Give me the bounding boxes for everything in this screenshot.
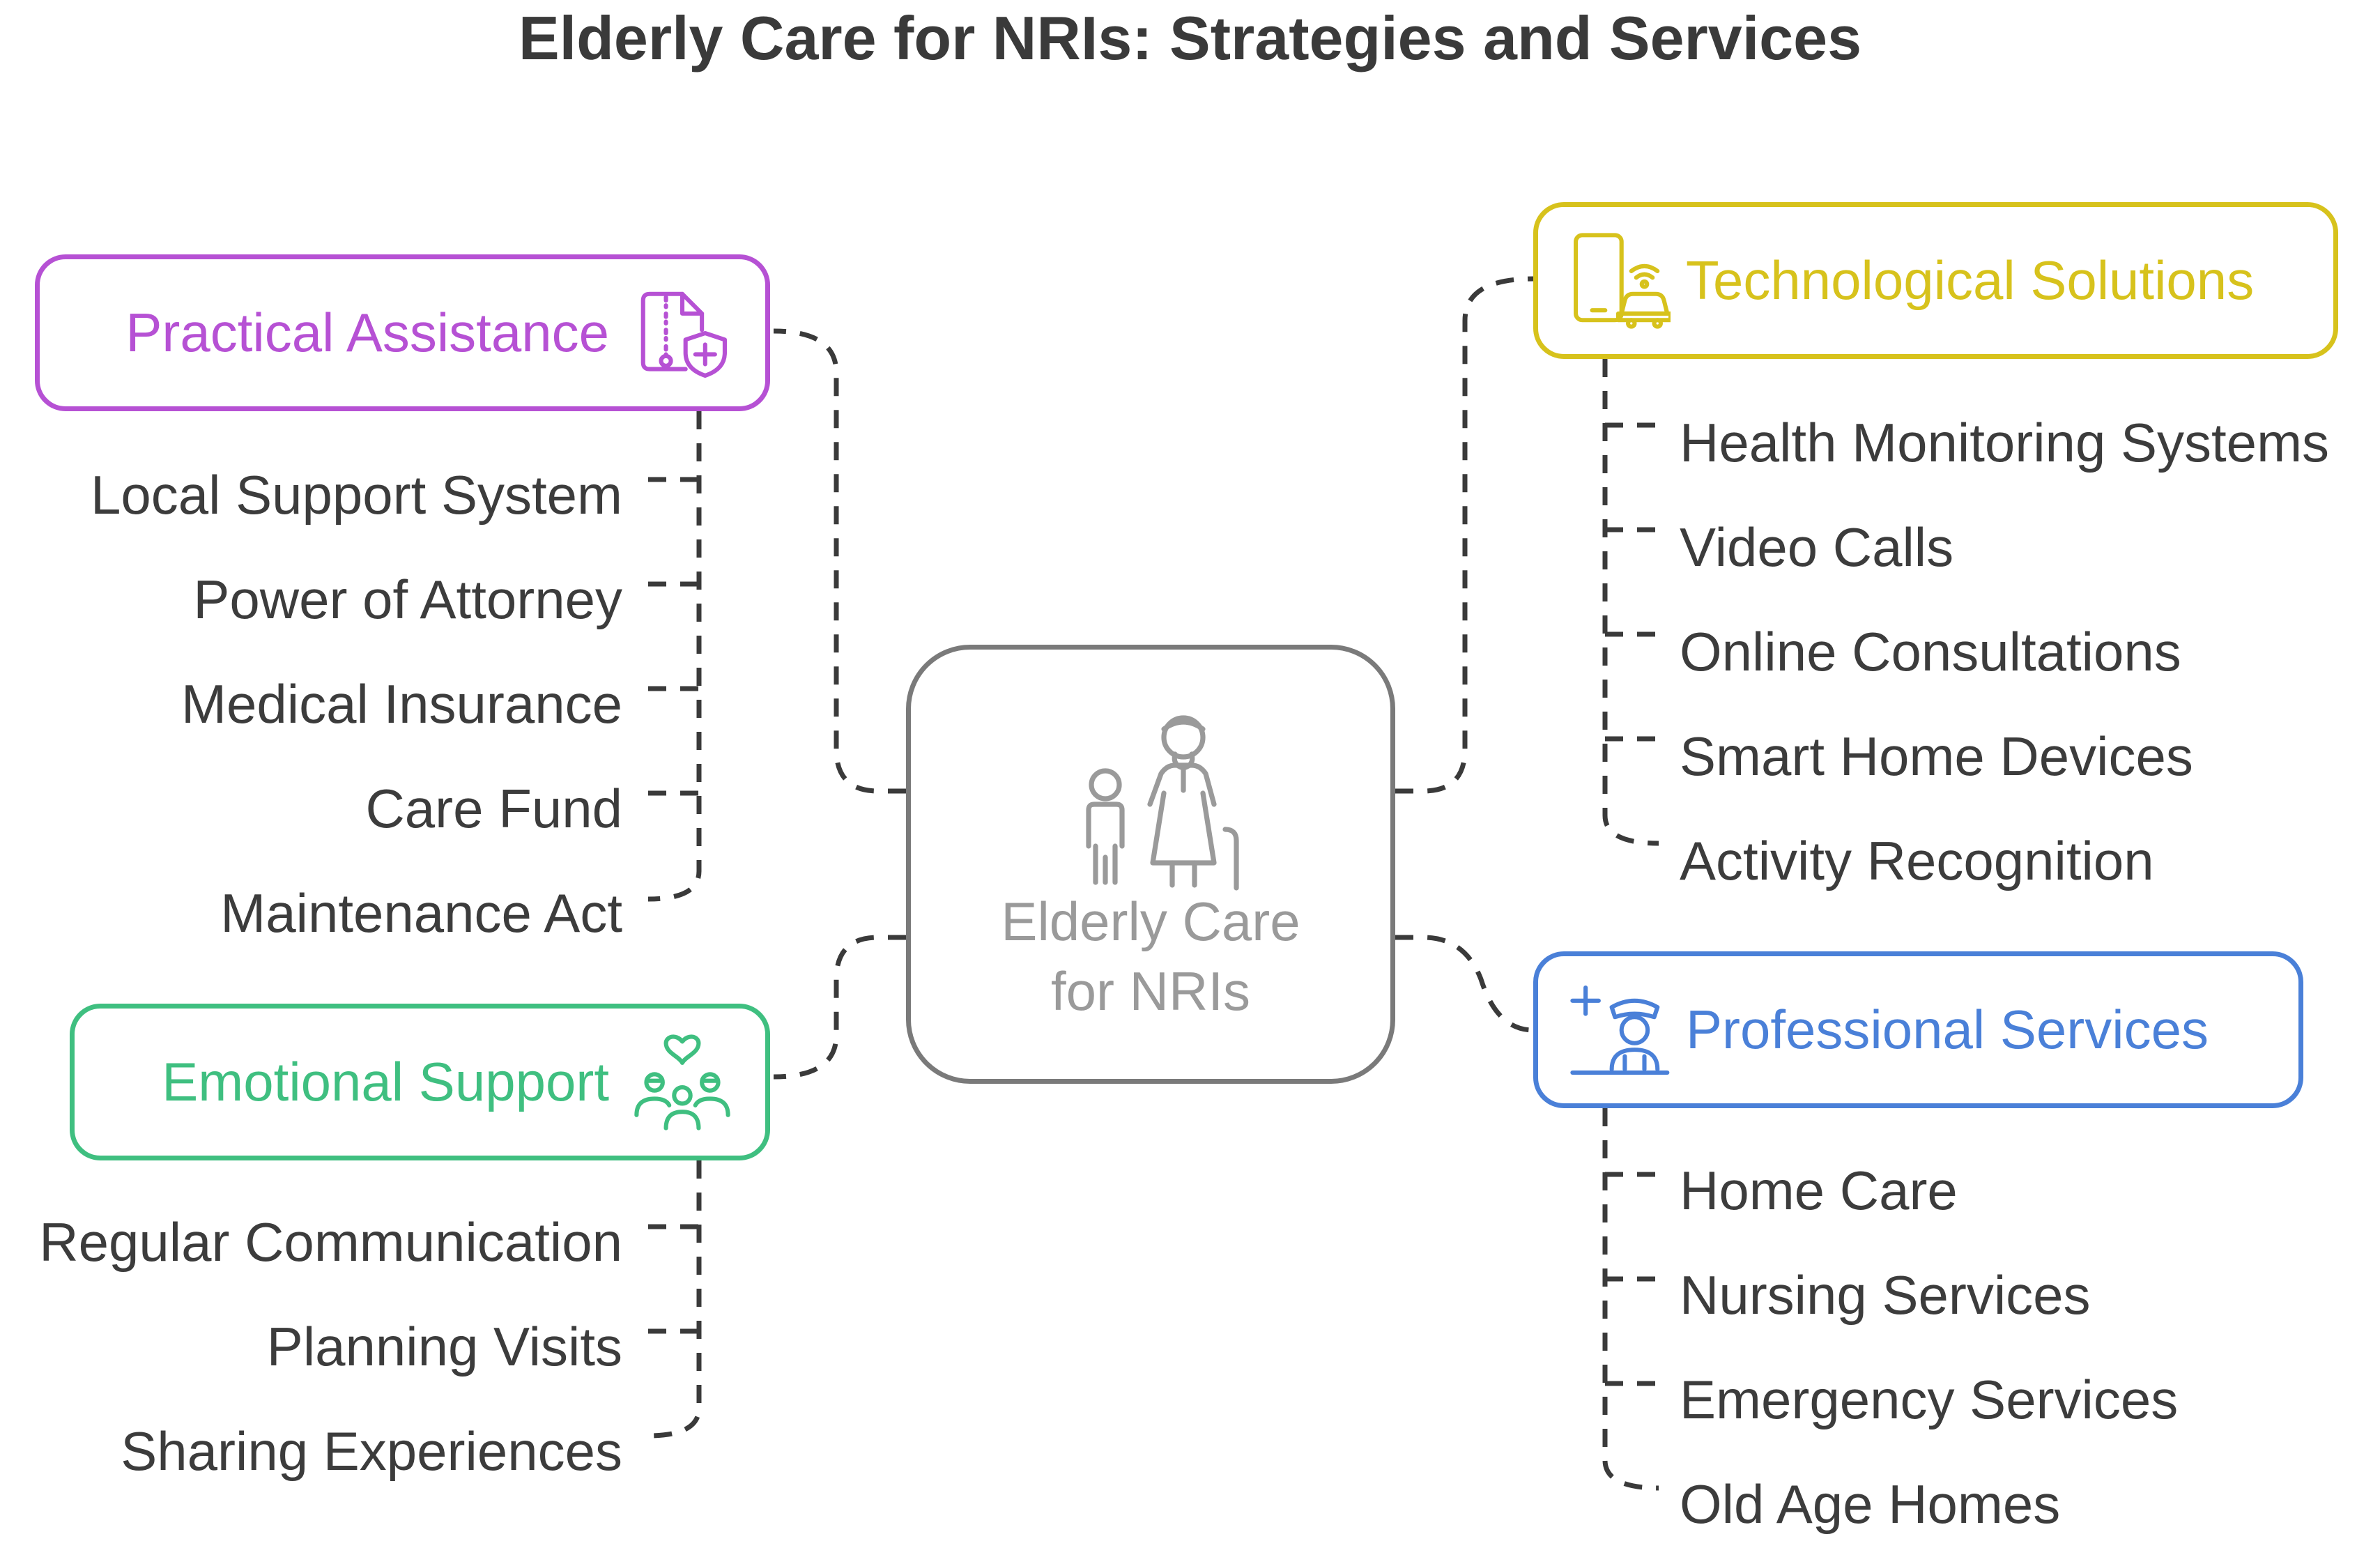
connector-professional-trunk xyxy=(1602,1108,1659,1491)
list-item: Old Age Homes xyxy=(1680,1473,2061,1535)
connector-center-professional xyxy=(1395,935,1534,1033)
connector-center-technological xyxy=(1395,276,1534,794)
list-item: Maintenance Act xyxy=(220,882,622,944)
category-emotional-support[interactable]: Emotional Support xyxy=(70,1004,770,1160)
center-label: Elderly Care for NRIs xyxy=(911,887,1390,1026)
list-item: Medical Insurance xyxy=(181,673,622,735)
list-item: Health Monitoring Systems xyxy=(1680,412,2330,473)
center-label-line-2: for NRIs xyxy=(1050,960,1251,1022)
center-label-line-1: Elderly Care xyxy=(1001,891,1300,952)
document-shield-icon xyxy=(640,291,727,378)
category-practical-label: Practical Assistance xyxy=(125,302,609,363)
diagram-title: Elderly Care for NRIs: Strategies and Se… xyxy=(518,3,1862,72)
list-item: Online Consultations xyxy=(1680,621,2181,682)
connector-emotional-trunk xyxy=(647,1160,702,1439)
phone-car-icon xyxy=(1574,232,1671,329)
connector-technological-trunk xyxy=(1602,359,1659,846)
list-item: Care Fund xyxy=(365,778,622,839)
connector-center-practical xyxy=(773,328,906,794)
nurse-plus-icon xyxy=(1570,985,1670,1075)
list-item: Nursing Services xyxy=(1680,1264,2091,1326)
list-item: Video Calls xyxy=(1680,516,1954,578)
list-item: Activity Recognition xyxy=(1680,830,2154,891)
category-emotional-label: Emotional Support xyxy=(162,1051,609,1112)
list-item: Emergency Services xyxy=(1680,1369,2179,1430)
list-item: Local Support System xyxy=(90,464,622,526)
category-practical-assistance[interactable]: Practical Assistance xyxy=(35,254,770,411)
list-item: Power of Attorney xyxy=(193,569,622,630)
category-technological-solutions[interactable]: Technological Solutions xyxy=(1533,202,2338,359)
list-item: Sharing Experiences xyxy=(121,1420,622,1482)
elderly-with-child-icon xyxy=(1086,715,1239,891)
connector-center-emotional xyxy=(773,935,906,1080)
list-item: Smart Home Devices xyxy=(1680,726,2193,787)
list-item: Regular Communication xyxy=(39,1211,622,1273)
category-professional-label: Professional Services xyxy=(1686,999,2209,1060)
family-heart-icon xyxy=(634,1034,730,1130)
list-item: Planning Visits xyxy=(266,1316,622,1377)
category-professional-services[interactable]: Professional Services xyxy=(1533,951,2303,1108)
list-item: Home Care xyxy=(1680,1160,1958,1221)
connector-practical-trunk xyxy=(647,411,702,902)
category-technological-label: Technological Solutions xyxy=(1686,250,2255,311)
center-node: Elderly Care for NRIs xyxy=(906,645,1395,1084)
